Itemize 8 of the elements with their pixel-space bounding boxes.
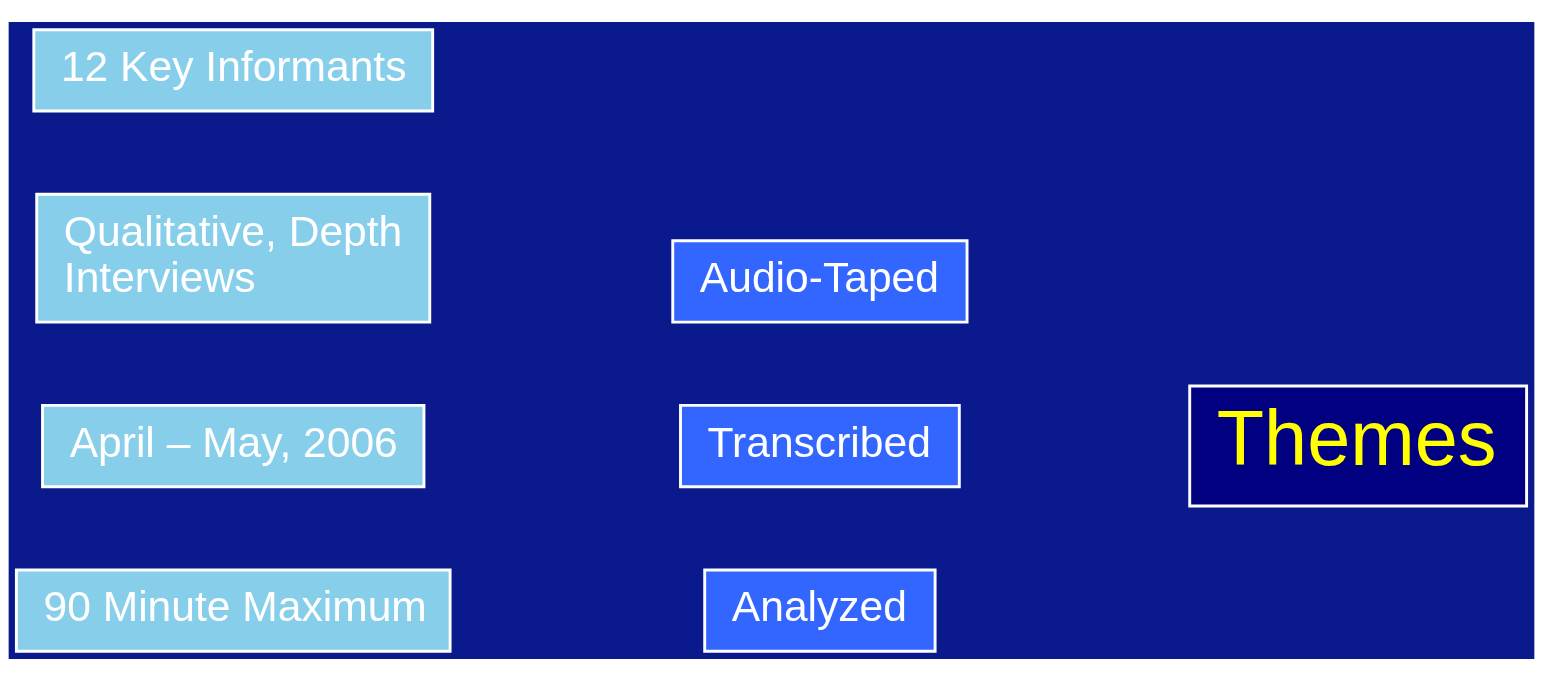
node-box: 90 Minute Maximum (14, 568, 452, 653)
node-box: Transcribed (679, 403, 961, 489)
node-box: Audio-Taped (671, 239, 969, 324)
node-box: 12 Key Informants (32, 28, 435, 113)
node-box: Themes (1188, 384, 1529, 508)
node-box: Qualitative, Depth Interviews (35, 192, 432, 324)
node-box: April – May, 2006 (41, 403, 426, 489)
node-box: Analyzed (703, 568, 937, 653)
